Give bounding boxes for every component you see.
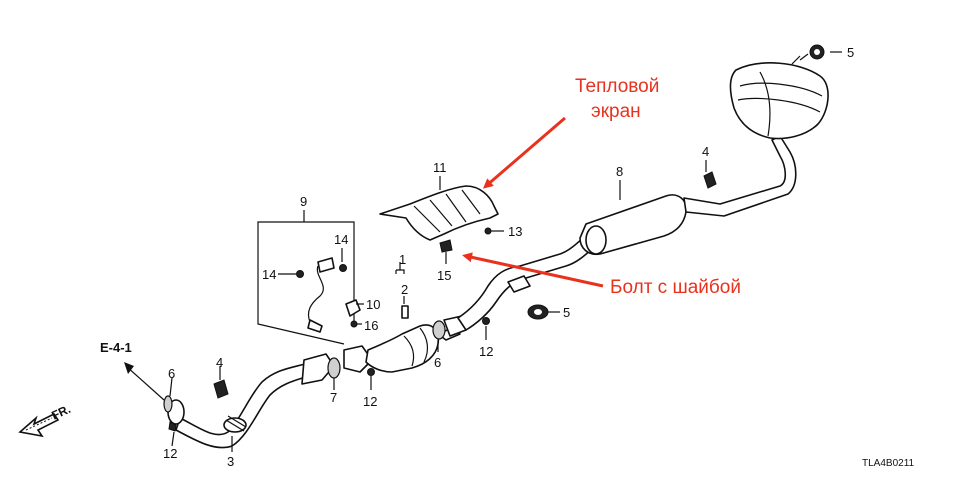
- gasket-6-right: [432, 320, 446, 340]
- heat-shield-callout-line1: Тепловой: [575, 76, 659, 97]
- label-5-mid: 5: [563, 305, 570, 320]
- label-14-top: 14: [334, 232, 348, 247]
- label-10: 10: [366, 297, 380, 312]
- label-5-top: 5: [847, 45, 854, 60]
- clip-14-right: [339, 264, 347, 272]
- gasket-7: [327, 357, 341, 379]
- exhaust-drawing: [124, 44, 842, 452]
- ref-leader: [125, 365, 165, 401]
- nut-12-right: [482, 317, 490, 325]
- stud-2: [401, 305, 409, 319]
- sensor-wire-1: [307, 265, 324, 323]
- muffler-end: [585, 225, 607, 255]
- sensor-bracket-10: [345, 299, 361, 317]
- part-numbers: 1 2 3 4 4 5 5 6 6 7 8 9 10 11 12 12 12 1…: [163, 45, 854, 469]
- callouts: Тепловой экран Болт с шайбой: [462, 76, 741, 298]
- label-12-center: 12: [363, 394, 377, 409]
- label-15: 15: [437, 268, 451, 283]
- heat-shield: [379, 185, 499, 241]
- label-6-left: 6: [168, 366, 175, 381]
- label-6-right: 6: [434, 355, 441, 370]
- converter-flange: [343, 345, 373, 373]
- oxygen-sensor-1: [307, 319, 323, 333]
- label-1: 1: [399, 252, 406, 267]
- nut-12-center: [367, 368, 375, 376]
- clip-14-left: [296, 270, 304, 278]
- label-2: 2: [401, 282, 408, 297]
- gasket-6-left: [163, 395, 173, 413]
- rubber-hanger-4-left: [213, 379, 229, 399]
- reference-label: E-4-1: [100, 340, 132, 355]
- heat-shield-arrow: [482, 116, 566, 189]
- sensor-connector-1: [317, 257, 335, 273]
- bracket-9: [257, 221, 355, 226]
- label-12-left: 12: [163, 446, 177, 461]
- front-direction-arrow: FR.: [18, 402, 73, 438]
- label-4-left: 4: [216, 355, 223, 370]
- label-8: 8: [616, 164, 623, 179]
- label-16: 16: [364, 318, 378, 333]
- label-3: 3: [227, 454, 234, 469]
- heat-shield-callout-line2: экран: [591, 101, 641, 122]
- label-13: 13: [508, 224, 522, 239]
- label-7: 7: [330, 390, 337, 405]
- hanger-bracket: [507, 275, 531, 293]
- diagram-code: TLA4B0211: [862, 458, 915, 469]
- bolt-washer-15: [439, 239, 453, 253]
- front-pipe: [175, 359, 323, 449]
- bracket-9-outline: [257, 226, 345, 345]
- label-9: 9: [300, 194, 307, 209]
- bolt-washer-arrow: [462, 252, 604, 288]
- label-14-left: 14: [262, 267, 276, 282]
- label-12-right: 12: [479, 344, 493, 359]
- label-4-right: 4: [702, 144, 709, 159]
- rubber-hanger-4-right: [703, 171, 717, 189]
- front-label: FR.: [49, 402, 72, 423]
- bolt-washer-callout: Болт с шайбой: [610, 277, 741, 298]
- bolt-12-left: [168, 421, 177, 432]
- pipe-flange: [301, 353, 335, 385]
- label-11: 11: [433, 160, 447, 175]
- tail-pipe: [683, 135, 797, 217]
